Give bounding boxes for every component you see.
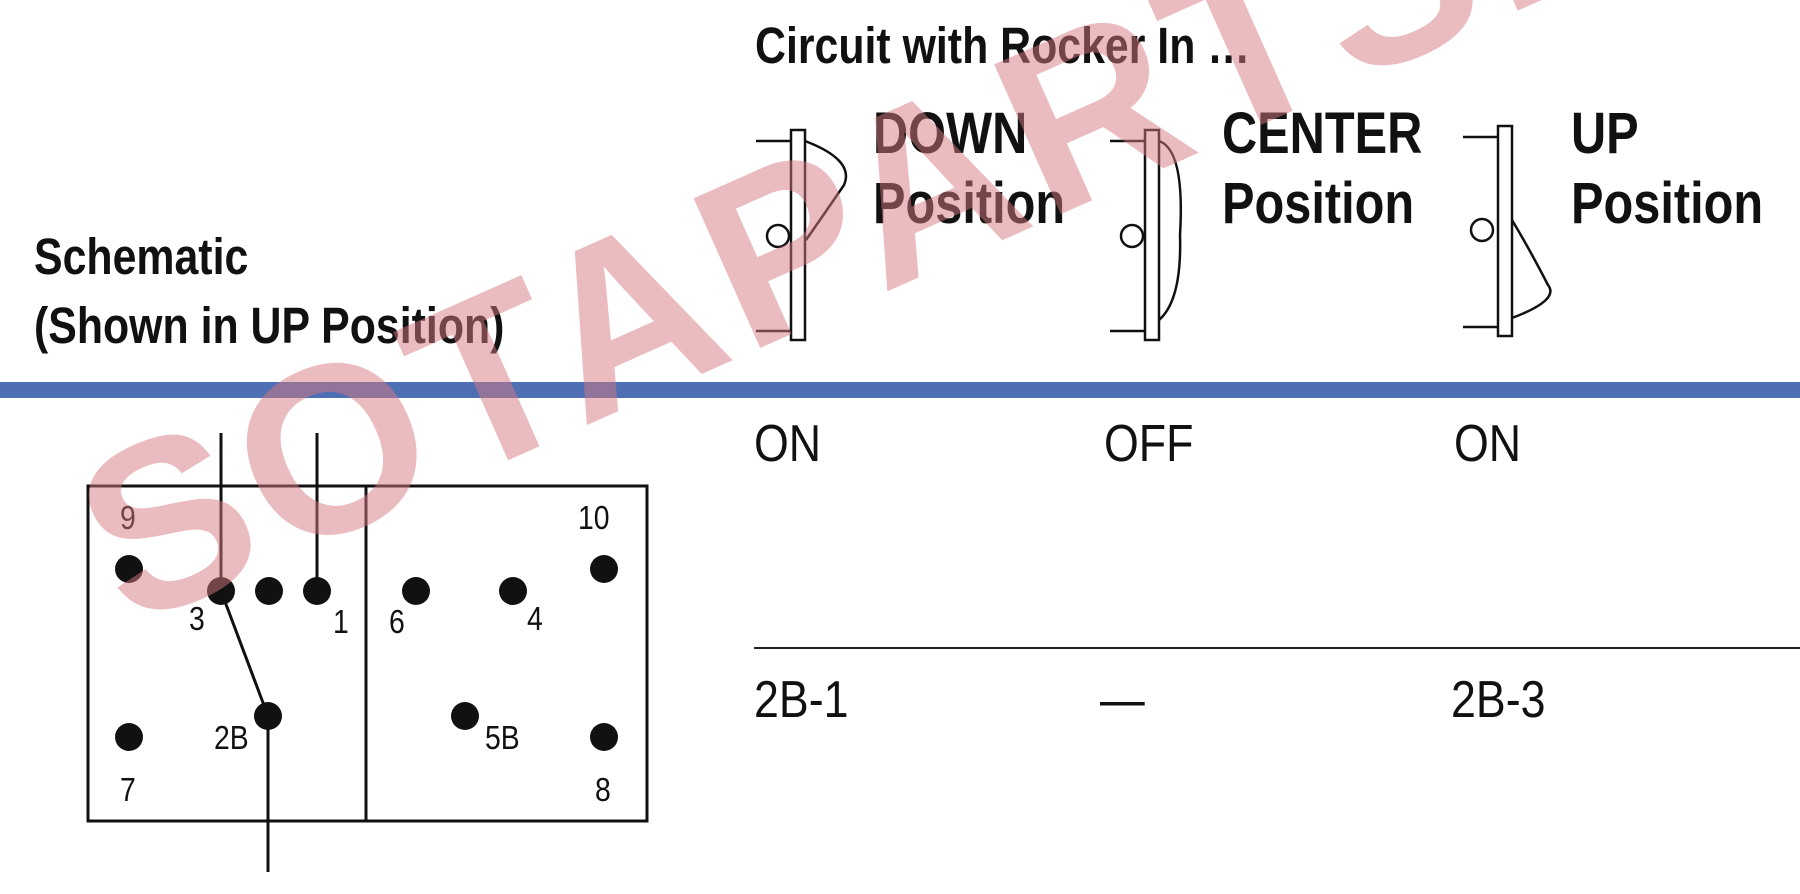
terminal-10-dot	[590, 555, 618, 583]
circuit-title: Circuit with Rocker In …	[755, 17, 1251, 74]
terminal-3-dot	[207, 577, 235, 605]
terminal-1-label: 1	[333, 603, 349, 640]
terminal-10-label: 10	[578, 499, 610, 536]
terminal-4-label: 4	[527, 600, 543, 637]
position-down-word: Position	[873, 171, 1066, 236]
terminal-3-label: 3	[189, 600, 205, 637]
terminal-2b-dot	[254, 702, 282, 730]
terminal-1-dot	[303, 577, 331, 605]
terminal-8-label: 8	[595, 771, 611, 808]
connection-center: —	[1100, 671, 1145, 729]
rocker-center-icon	[1110, 128, 1183, 342]
connection-down: 2B-1	[754, 671, 849, 729]
terminal-5b-label: 5B	[485, 719, 520, 756]
state-up: ON	[1454, 415, 1522, 473]
terminal-6-label: 6	[389, 603, 405, 640]
rocker-up-icon	[1463, 124, 1552, 338]
terminal-4-dot	[499, 577, 527, 605]
position-center-word: Position	[1222, 171, 1415, 236]
position-up-name: UP	[1571, 101, 1639, 166]
rocker-down-icon	[756, 128, 848, 342]
terminal-5b-dot	[451, 702, 479, 730]
terminal-6-dot	[402, 577, 430, 605]
terminal-8-dot	[590, 723, 618, 751]
terminal-9-label: 9	[120, 499, 136, 536]
position-down-name: DOWN	[873, 101, 1028, 166]
state-down: ON	[754, 415, 822, 473]
terminal-blank-dot	[255, 577, 283, 605]
contact-arm	[219, 590, 270, 717]
row-divider	[754, 647, 1800, 649]
terminal-7-label: 7	[120, 771, 136, 808]
header-rule	[0, 382, 1800, 398]
position-center-name: CENTER	[1222, 101, 1423, 166]
connection-up: 2B-3	[1451, 671, 1546, 729]
schematic-subtitle: (Shown in UP Position)	[34, 297, 505, 354]
terminal-2b-label: 2B	[214, 719, 249, 756]
schematic-title: Schematic	[34, 228, 249, 285]
state-center: OFF	[1104, 415, 1194, 473]
terminal-7-dot	[115, 723, 143, 751]
terminal-9-dot	[115, 555, 143, 583]
position-up-word: Position	[1571, 171, 1764, 236]
